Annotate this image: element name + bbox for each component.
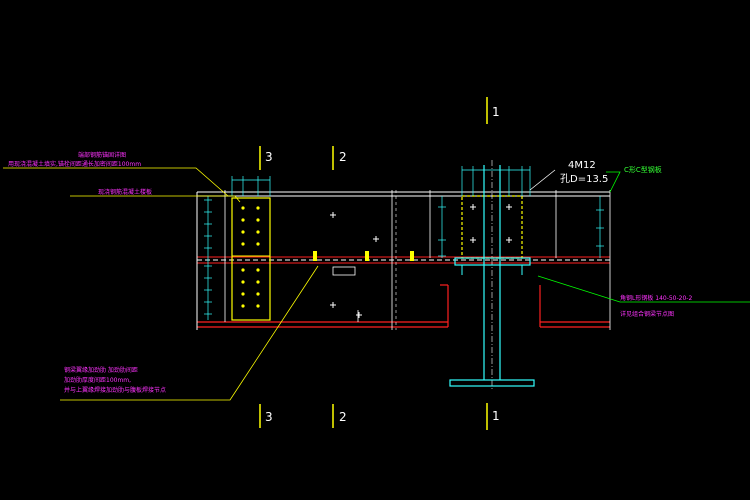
right-top-note: C形C型钢板: [624, 165, 662, 174]
left-dimension-chain: [204, 196, 212, 320]
middle-detail-box: [332, 266, 359, 322]
section-mark-3-bottom: 3: [259, 404, 273, 428]
right-bay-lines: [429, 190, 611, 330]
left-support: [196, 190, 226, 330]
mid-support-lines: [391, 190, 397, 330]
section-mark-1-bottom: 1: [486, 403, 500, 430]
central-column: [449, 160, 535, 390]
right-low-note: 详见组合钢梁节点图: [620, 310, 674, 318]
svg-text:3: 3: [265, 150, 273, 164]
section-mark-2-bottom: 2: [332, 404, 347, 428]
left-top-note-2: 用现浇混凝土填实,锚栓间距通长加密间距100mm: [8, 160, 141, 168]
bolt-hole-label: 孔D=13.5: [560, 173, 608, 185]
left-bottom-note-1: 钢梁翼缘加劲肋 加劲肋间距: [64, 366, 138, 374]
left-end-plate: [231, 197, 271, 321]
bottom-chord-right: [539, 285, 610, 328]
leader-lines: [3, 167, 750, 401]
section-mark-1-top: 1: [486, 97, 500, 124]
section-mark-2-top: 2: [332, 146, 347, 170]
left-top-note-1: 端部钢筋锚固详图: [78, 151, 126, 159]
left-bottom-note-3: 并与上翼缘焊接加劲肋与腹板焊接节点: [64, 386, 166, 394]
bolt-group-label: 4M12: [568, 160, 596, 171]
svg-text:2: 2: [339, 150, 347, 164]
central-left-dimension: [438, 196, 446, 258]
left-mid-note: 现浇钢筋混凝土楼板: [98, 188, 152, 196]
slab-line: [197, 256, 610, 264]
left-top-dimension: [231, 176, 271, 196]
right-dimension: [596, 196, 604, 258]
cross-markers: [330, 212, 379, 318]
central-top-dimension: [461, 166, 531, 196]
svg-text:2: 2: [339, 410, 347, 424]
svg-text:1: 1: [492, 105, 500, 119]
svg-text:1: 1: [492, 409, 500, 423]
section-mark-3-top: 3: [259, 146, 273, 170]
bottom-chord-left: [197, 284, 449, 328]
left-plate-bolts: [241, 206, 260, 308]
shear-studs: [313, 251, 414, 261]
left-bottom-note-2: 加劲肋厚度间距100mm,: [64, 376, 131, 384]
svg-text:3: 3: [265, 410, 273, 424]
central-bolts: [470, 204, 512, 243]
right-mid-note: 角钢L形钢板 140-50-20-2: [620, 294, 692, 302]
beam-top-flange: [197, 191, 610, 197]
